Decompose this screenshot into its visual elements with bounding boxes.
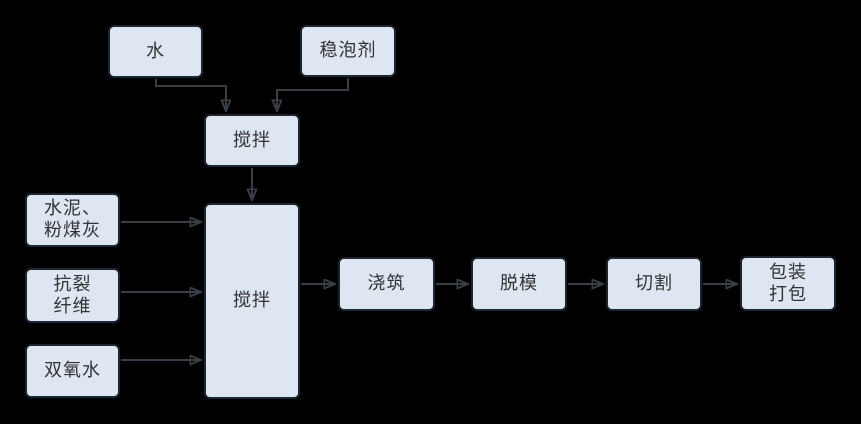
node-pouring-label: 浇筑 <box>367 273 406 295</box>
edge-water-to-premix <box>155 79 226 111</box>
node-demolding: 脱模 <box>471 257 567 311</box>
node-premix-stir-label: 搅拌 <box>233 129 271 151</box>
node-premix-stir: 搅拌 <box>204 114 300 167</box>
node-main-stir: 搅拌 <box>204 203 300 399</box>
node-water-label: 水 <box>146 40 165 62</box>
node-anticrack-fiber-label: 抗裂 纤维 <box>53 273 92 317</box>
node-hydrogen-peroxide: 双氧水 <box>25 344 120 398</box>
node-anticrack-fiber: 抗裂 纤维 <box>25 268 120 323</box>
node-pouring: 浇筑 <box>338 257 435 311</box>
node-cutting-label: 切割 <box>635 273 673 295</box>
node-hydrogen-peroxide-label: 双氧水 <box>44 360 101 382</box>
node-water: 水 <box>108 25 203 78</box>
edge-stabilizer-to-premix <box>277 78 349 111</box>
node-demolding-label: 脱模 <box>500 273 538 295</box>
node-foam-stabilizer-label: 稳泡剂 <box>319 40 377 62</box>
node-cement-flyash: 水泥、 粉煤灰 <box>25 193 120 247</box>
node-foam-stabilizer: 稳泡剂 <box>300 25 396 77</box>
node-main-stir-label: 搅拌 <box>233 290 271 312</box>
node-packing: 包装 打包 <box>740 256 836 311</box>
node-cutting: 切割 <box>606 257 702 311</box>
node-packing-label: 包装 打包 <box>769 261 807 305</box>
node-cement-flyash-label: 水泥、 粉煤灰 <box>44 198 101 241</box>
